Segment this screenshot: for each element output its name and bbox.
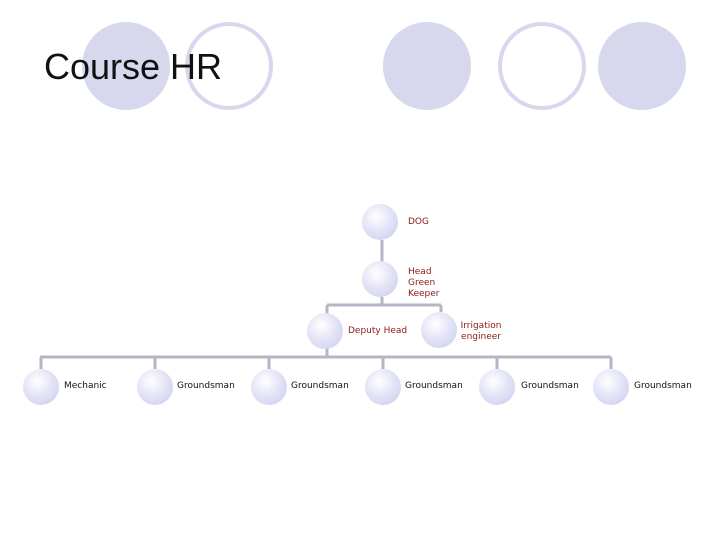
label-staff-1: Mechanic (64, 381, 107, 391)
label-staff-2: Groundsman (177, 381, 235, 391)
label-irrigation-engineer: Irrigation engineer (460, 321, 502, 342)
decor-circle-4 (498, 22, 586, 110)
decor-circle-2 (185, 22, 273, 110)
decor-circle-1 (82, 22, 170, 110)
decor-circle-5 (598, 22, 686, 110)
page-title: Course HR (44, 46, 223, 87)
node-staff-6 (593, 369, 629, 405)
label-staff-5: Groundsman (521, 381, 579, 391)
label-staff-4: Groundsman (405, 381, 463, 391)
node-deputy-head (307, 313, 343, 349)
node-staff-4 (365, 369, 401, 405)
node-staff-3 (251, 369, 287, 405)
label-staff-3: Groundsman (291, 381, 349, 391)
node-staff-2 (137, 369, 173, 405)
node-irrigation-engineer (421, 312, 457, 348)
node-dog (362, 204, 398, 240)
node-head-green-keeper (362, 261, 398, 297)
node-staff-5 (479, 369, 515, 405)
label-dog: DOG (408, 217, 429, 227)
label-deputy-head: Deputy Head (348, 326, 408, 336)
label-staff-6: Groundsman (634, 381, 692, 391)
decor-circle-3 (383, 22, 471, 110)
node-staff-1 (23, 369, 59, 405)
label-head-green-keeper: Head Green Keeper (408, 267, 440, 299)
